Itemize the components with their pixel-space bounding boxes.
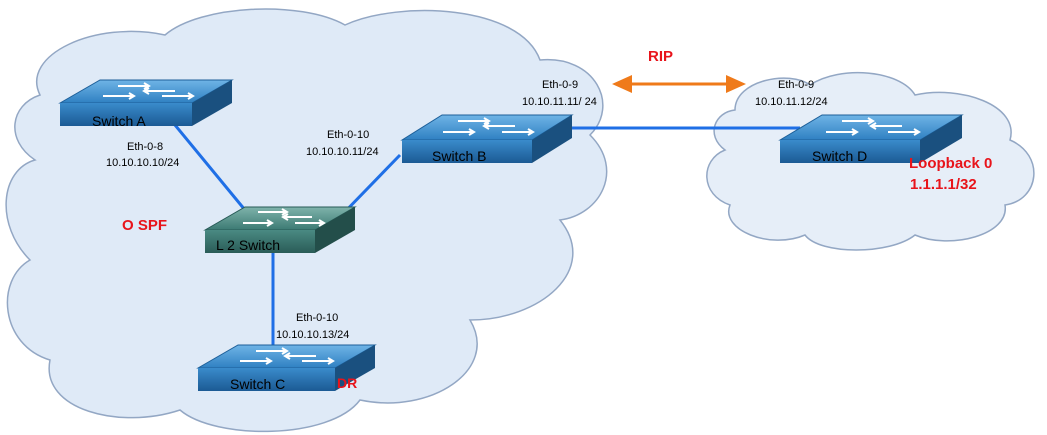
switch-c-icon[interactable] [196,344,377,391]
switch-a-icon[interactable] [58,79,234,126]
rip-arrow [612,75,746,93]
l2-switch-icon[interactable] [203,206,357,253]
link-a-l2 [173,124,247,211]
switch-b-icon[interactable] [400,114,574,163]
switch-d-name: Switch D [812,148,868,164]
switch-d-icon[interactable] [778,114,964,163]
switch-c-name: Switch C [230,376,286,392]
switch-a-ip-label: 10.10.10.10/24 [106,157,180,169]
switch-b-ip-right-label: 10.10.11.11/ 24 [522,96,597,108]
switch-a-port-label: Eth-0-8 [127,141,164,153]
switch-b-ip-left-label: 10.10.10.11/24 [306,146,379,158]
switch-d-ip-label: 10.10.11.12/24 [755,96,828,108]
switch-c-port-label: Eth-0-10 [296,312,339,324]
dr-label: DR [337,375,358,391]
switch-b-name: Switch B [432,148,487,164]
l2-switch-name: L 2 Switch [216,237,281,253]
ospf-label: O SPF [122,217,168,234]
switch-d-port-label: Eth-0-9 [778,79,815,91]
loopback-ip-label: 1.1.1.1/32 [910,176,977,193]
switch-b-port-right-label: Eth-0-9 [542,79,579,91]
switch-c-ip-label: 10.10.10.13/24 [276,329,350,341]
loopback-name-label: Loopback 0 [909,155,993,172]
rip-label: RIP [648,48,674,65]
switch-a-name: Switch A [92,113,146,129]
switch-b-port-left-label: Eth-0-10 [327,129,370,141]
